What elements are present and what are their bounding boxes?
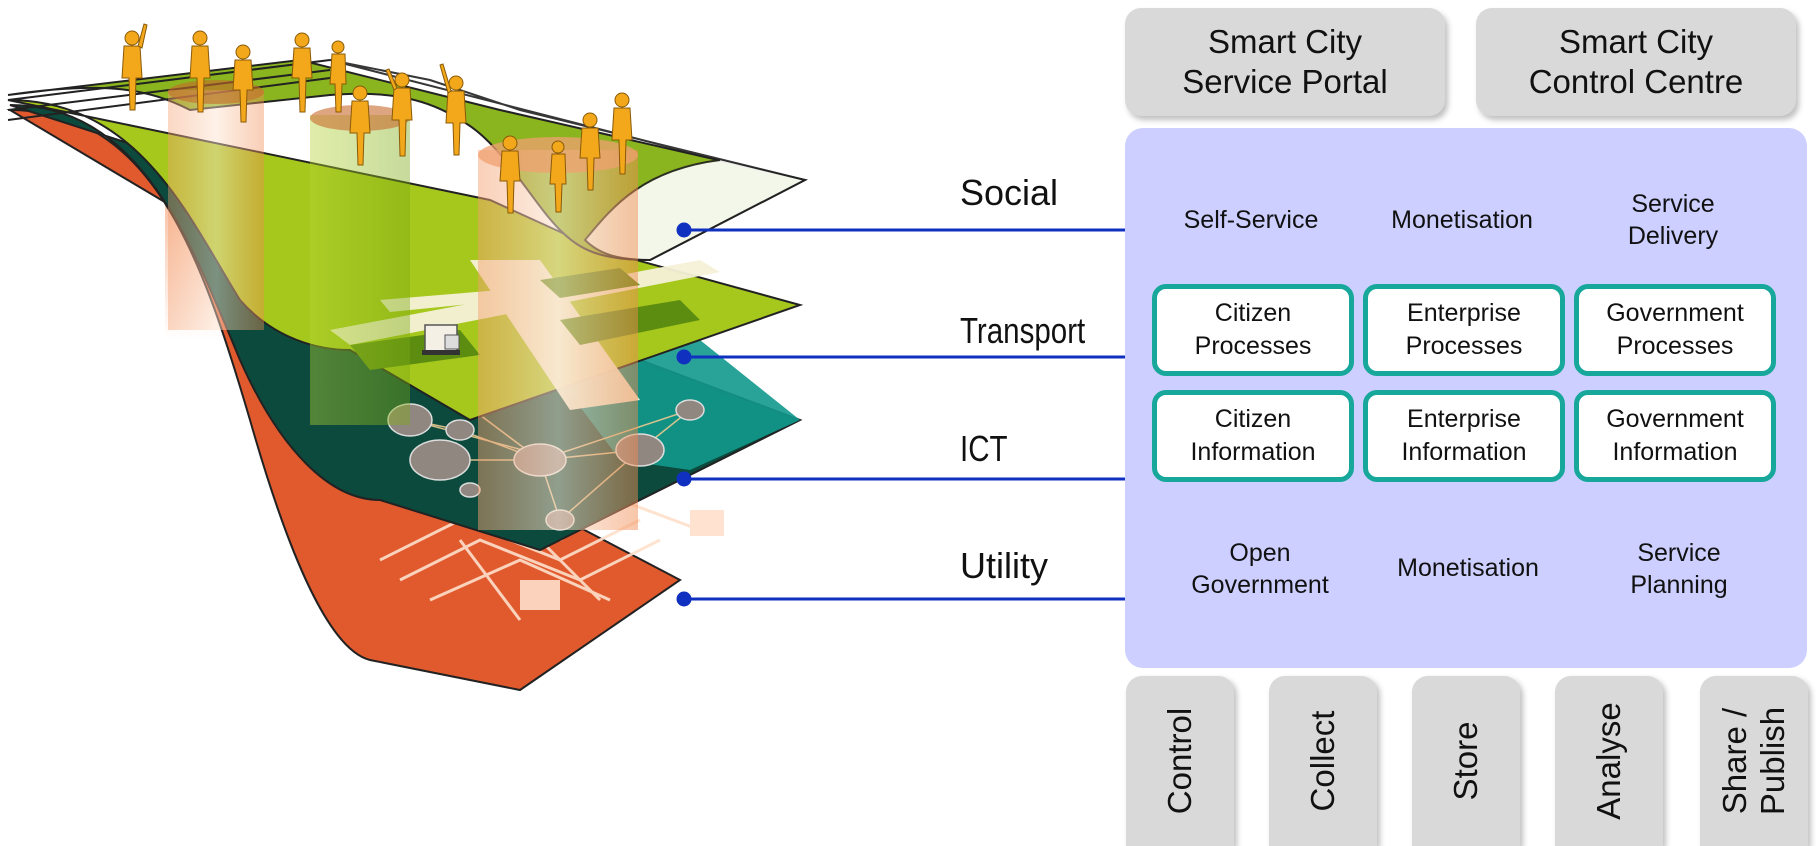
people-figures [121, 23, 633, 214]
column-3 [478, 150, 638, 530]
panel-open-government: Open Government [1191, 539, 1329, 599]
citizen-information-box: Citizen Information [1152, 390, 1354, 482]
analyse-box: Analyse [1555, 676, 1663, 846]
column-1 [168, 90, 264, 330]
enterprise-processes-box: Enterprise Processes [1363, 284, 1565, 376]
panel-service-delivery: Service Delivery [1627, 190, 1719, 250]
truck-icon [422, 324, 460, 355]
share-publish-label: Share / Publish [1716, 706, 1791, 816]
store-box: Store [1412, 676, 1520, 846]
panel-monetisation-bottom: Monetisation [1397, 554, 1539, 582]
control-centre-box: Smart City Control Centre [1476, 8, 1796, 116]
government-information-box: Government Information [1574, 390, 1776, 482]
enterprise-information-box: Enterprise Information [1363, 390, 1565, 482]
panel-self-service: Self-Service [1183, 206, 1319, 234]
store-label: Store [1447, 721, 1484, 801]
layer-label-utility: Utility [960, 545, 1048, 586]
panel-service-planning: Service Planning [1630, 539, 1728, 599]
government-processes-box: Government Processes [1574, 284, 1776, 376]
layer-label-ict: ICT [960, 428, 1008, 469]
service-portal-box: Smart City Service Portal [1125, 8, 1445, 116]
collect-label: Collect [1304, 710, 1341, 812]
layer-label-transport: Transport [960, 310, 1086, 351]
share-publish-box: Share / Publish [1700, 676, 1808, 846]
panel-monetisation-top: Monetisation [1391, 206, 1533, 234]
control-box: Control [1126, 676, 1234, 846]
layer-label-social: Social [960, 172, 1059, 213]
analyse-label: Analyse [1590, 702, 1627, 820]
connectors [676, 222, 1130, 607]
control-label: Control [1161, 707, 1198, 815]
column-2 [310, 115, 410, 425]
collect-box: Collect [1269, 676, 1377, 846]
citizen-processes-box: Citizen Processes [1152, 284, 1354, 376]
